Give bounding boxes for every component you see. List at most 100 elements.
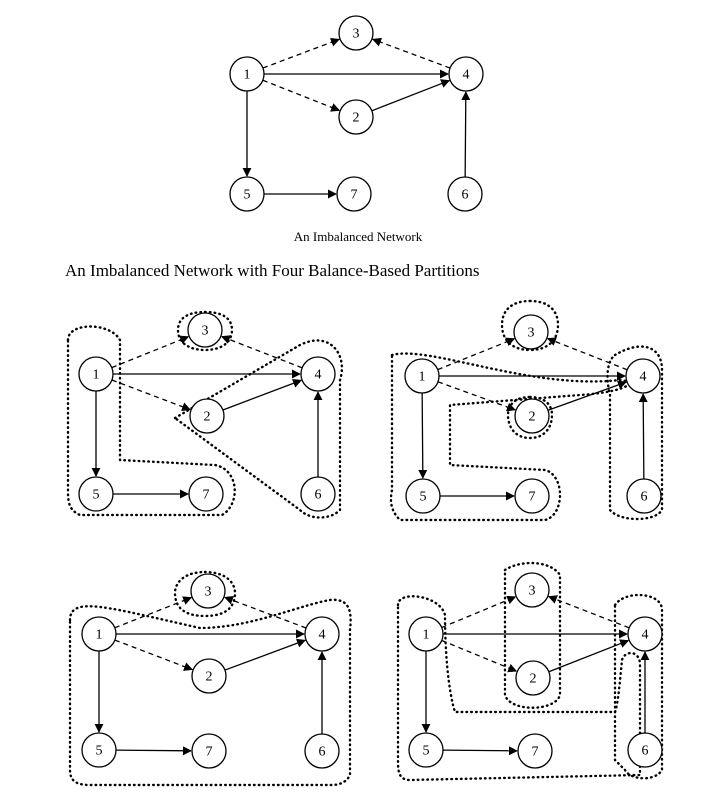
node-label: 6	[315, 488, 322, 503]
node-label: 2	[530, 672, 537, 687]
node-circle	[78, 476, 114, 512]
partition-region-1-5-7	[396, 595, 642, 782]
node-4: 4	[448, 56, 484, 92]
edge-2-to-4	[222, 379, 303, 411]
node-label: 4	[319, 628, 326, 643]
edge-4-to-3	[372, 37, 451, 69]
edge-1-to-2	[437, 381, 516, 412]
node-label: 2	[204, 410, 211, 425]
edge-2-to-4	[548, 639, 630, 673]
node-circle	[514, 398, 550, 434]
partition-region-2-3	[503, 561, 562, 709]
node-2: 2	[515, 660, 551, 696]
node-2: 2	[338, 99, 374, 135]
partition-region-2-4-6	[173, 339, 343, 519]
edge-6-to-4	[461, 91, 471, 178]
node-7: 7	[191, 733, 227, 769]
node-5: 5	[229, 176, 265, 212]
node-label: 5	[423, 744, 430, 759]
node-circle	[627, 732, 663, 768]
edge-1-to-2	[114, 639, 194, 671]
node-4: 4	[625, 358, 661, 394]
node-1: 1	[404, 358, 440, 394]
node-label: 2	[529, 410, 536, 425]
edge-1-to-2	[441, 639, 518, 673]
partition-region-1-5-7	[66, 325, 236, 517]
node-circle	[300, 476, 336, 512]
node-5: 5	[81, 732, 117, 768]
node-circle	[447, 176, 483, 212]
node-label: 6	[462, 188, 469, 203]
node-circle	[304, 616, 340, 652]
node-label: 4	[642, 628, 649, 643]
node-1: 1	[229, 56, 265, 92]
node-circle	[513, 314, 549, 350]
node-7: 7	[517, 733, 553, 769]
node-circle	[229, 56, 265, 92]
node-circle	[187, 312, 223, 348]
partition-region-4-6	[606, 345, 664, 521]
edge-1-to-3	[114, 596, 193, 629]
node-label: 6	[319, 745, 326, 760]
node-label: 7	[206, 745, 213, 760]
partition-region-4-6	[613, 593, 664, 780]
node-circle	[627, 616, 663, 652]
edge-6-to-4	[638, 393, 648, 480]
node-circle	[408, 732, 444, 768]
node-label: 4	[315, 368, 322, 383]
edge-5-to-7	[115, 746, 192, 756]
node-1: 1	[408, 616, 444, 652]
node-circle	[404, 358, 440, 394]
node-3: 3	[190, 573, 226, 609]
node-label: 3	[202, 324, 209, 339]
node-1: 1	[78, 356, 114, 392]
node-2: 2	[514, 398, 550, 434]
node-circle	[625, 358, 661, 394]
edge-2-to-4	[371, 79, 451, 112]
node-circle	[190, 573, 226, 609]
node-circle	[229, 176, 265, 212]
edge-1-to-5	[418, 392, 428, 479]
node-circle	[517, 733, 553, 769]
node-circle	[408, 616, 444, 652]
node-circle	[514, 572, 550, 608]
section-heading: An Imbalanced Network with Four Balance-…	[65, 261, 480, 280]
node-circle	[78, 356, 114, 392]
node-5: 5	[408, 732, 444, 768]
partition-region-3	[176, 310, 234, 352]
node-circle	[448, 56, 484, 92]
node-circle	[338, 99, 374, 135]
node-label: 3	[205, 585, 212, 600]
main-network: 1 2 3 4 5 6 7	[229, 15, 484, 212]
node-3: 3	[514, 572, 550, 608]
edge-1-to-2	[111, 379, 192, 411]
node-7: 7	[336, 176, 372, 212]
node-5: 5	[78, 476, 114, 512]
node-label: 3	[353, 27, 360, 42]
node-label: 2	[206, 670, 213, 685]
node-label: 1	[244, 68, 251, 83]
node-circle	[515, 660, 551, 696]
node-2: 2	[191, 658, 227, 694]
partition-region-3	[500, 299, 560, 352]
node-circle	[338, 15, 374, 51]
edge-4-to-3	[223, 596, 307, 629]
node-circle	[191, 733, 227, 769]
node-label: 7	[351, 188, 358, 203]
node-2: 2	[189, 398, 225, 434]
edge-4-to-3	[220, 335, 303, 369]
node-label: 1	[423, 628, 430, 643]
node-3: 3	[513, 314, 549, 350]
edge-1-to-3	[111, 335, 190, 369]
node-label: 4	[463, 68, 470, 83]
node-label: 7	[532, 745, 539, 760]
partition-region-1-2-4-5-6-7	[68, 598, 352, 787]
node-label: 6	[641, 490, 648, 505]
node-7: 7	[514, 478, 550, 514]
node-circle	[626, 478, 662, 514]
edge-2-to-4	[547, 380, 627, 411]
